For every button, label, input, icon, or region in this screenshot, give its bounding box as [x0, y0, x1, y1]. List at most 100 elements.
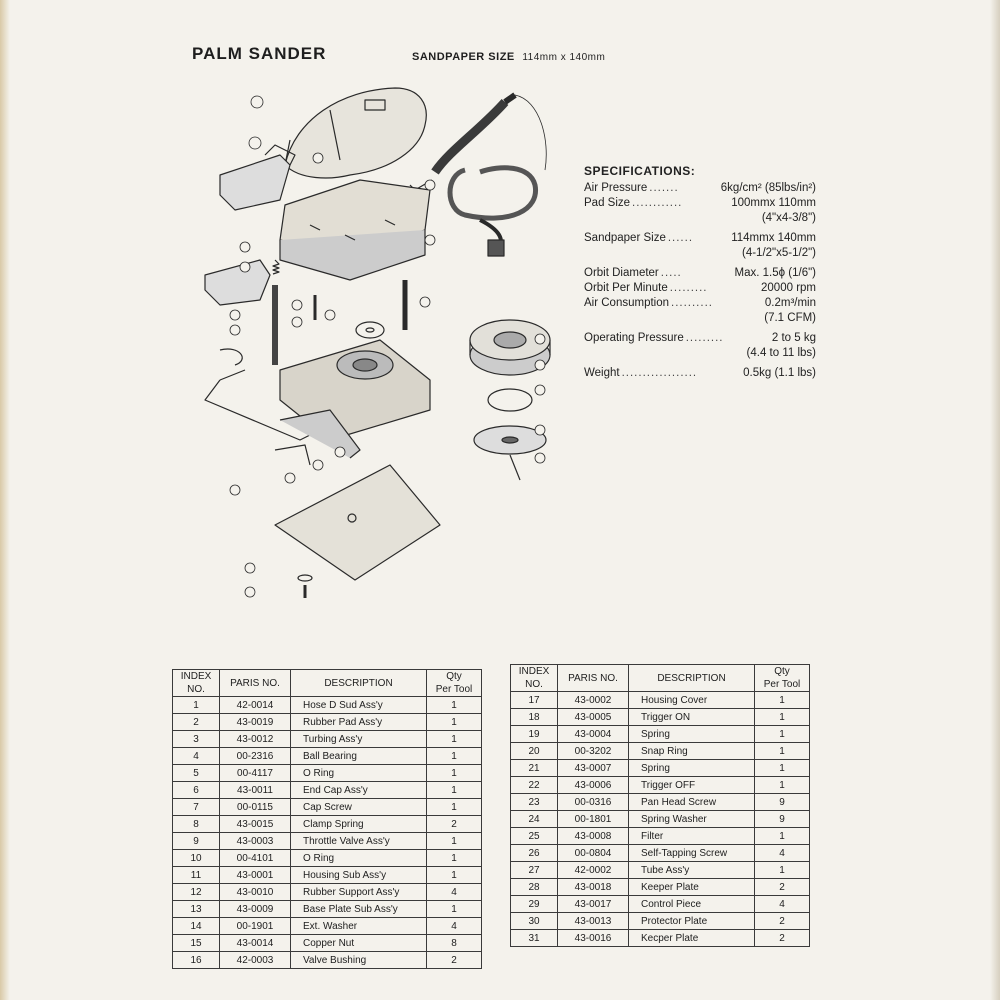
spec-dots: ....... — [649, 182, 679, 194]
spec-row: Orbit Per Minute ......... 20000 rpm — [584, 281, 816, 296]
cell-description: Hose D Sud Ass'y — [290, 696, 427, 714]
cell-description: Protector Plate — [628, 912, 755, 930]
cell-part-no: 43-0012 — [219, 730, 291, 748]
parts-table-left: INDEX NO. PARIS NO. DESCRIPTION Qty Per … — [172, 669, 482, 969]
cell-qty: 1 — [754, 691, 810, 709]
cell-index: 21 — [510, 759, 558, 777]
spec-label: Weight — [584, 367, 620, 379]
cell-description: Turbing Ass'y — [290, 730, 427, 748]
cell-index: 2 — [172, 713, 220, 731]
cell-qty: 1 — [426, 798, 482, 816]
cell-qty: 1 — [754, 759, 810, 777]
spec-row: Pad Size ............ 100mmx 110mm — [584, 196, 816, 211]
page-edge-right — [990, 0, 1000, 1000]
cell-index: 17 — [510, 691, 558, 709]
cell-qty: 9 — [754, 810, 810, 828]
cell-qty: 1 — [754, 861, 810, 879]
header-index-line2: NO. — [187, 684, 205, 695]
sandpaper-size: SANDPAPER SIZE 114mm x 140mm — [412, 51, 605, 63]
spec-sub-value: (4.4 to 11 lbs) — [746, 347, 816, 359]
cell-qty: 1 — [754, 776, 810, 794]
cell-description: Trigger ON — [628, 708, 755, 726]
cell-part-no: 43-0015 — [219, 815, 291, 833]
cell-part-no: 43-0005 — [557, 708, 629, 726]
header-qty-line2: Per Tool — [435, 684, 473, 695]
header-qty: Qty Per Tool — [426, 669, 482, 697]
cell-qty: 1 — [754, 742, 810, 760]
sandpaper-size-label: SANDPAPER SIZE — [412, 51, 515, 63]
cell-description: Ball Bearing — [290, 747, 427, 765]
spec-sub-value: (4-1/2"x5-1/2") — [742, 247, 816, 259]
header-description: DESCRIPTION — [290, 669, 427, 697]
cell-index: 15 — [172, 934, 220, 952]
cell-qty: 1 — [426, 781, 482, 799]
cell-description: End Cap Ass'y — [290, 781, 427, 799]
cell-index: 30 — [510, 912, 558, 930]
cell-description: Housing Cover — [628, 691, 755, 709]
cell-index: 1 — [172, 696, 220, 714]
cell-description: Kecper Plate — [628, 929, 755, 947]
exploded-parts-diagram — [204, 87, 551, 598]
cell-part-no: 42-0014 — [219, 696, 291, 714]
cell-index: 22 — [510, 776, 558, 794]
spec-row: Weight .................. 0.5kg (1.1 lbs… — [584, 366, 816, 381]
cell-description: Cap Screw — [290, 798, 427, 816]
cell-part-no: 43-0009 — [219, 900, 291, 918]
cell-index: 9 — [172, 832, 220, 850]
cell-part-no: 43-0008 — [557, 827, 629, 845]
cell-index: 10 — [172, 849, 220, 867]
cell-part-no: 00-3202 — [557, 742, 629, 760]
spec-dots: .......... — [671, 297, 713, 309]
cell-part-no: 43-0002 — [557, 691, 629, 709]
cell-qty: 4 — [426, 883, 482, 901]
spec-dots: ..... — [660, 267, 682, 279]
cell-part-no: 00-0316 — [557, 793, 629, 811]
header-part-no: PARIS NO. — [557, 664, 629, 692]
sandpaper-size-value: 114mm x 140mm — [522, 52, 606, 63]
cell-description: Ext. Washer — [290, 917, 427, 935]
cell-qty: 1 — [754, 725, 810, 743]
cell-index: 12 — [172, 883, 220, 901]
cell-index: 14 — [172, 917, 220, 935]
cell-index: 31 — [510, 929, 558, 947]
header-index: INDEX NO. — [172, 669, 220, 697]
cell-qty: 1 — [754, 827, 810, 845]
spec-label: Sandpaper Size — [584, 232, 666, 244]
specifications-heading: SPECIFICATIONS: — [584, 164, 696, 178]
cell-qty: 1 — [426, 747, 482, 765]
cell-description: Housing Sub Ass'y — [290, 866, 427, 884]
cell-index: 18 — [510, 708, 558, 726]
cell-qty: 1 — [426, 730, 482, 748]
cell-part-no: 43-0010 — [219, 883, 291, 901]
spec-dots: ...... — [667, 232, 694, 244]
cell-index: 8 — [172, 815, 220, 833]
cell-description: Copper Nut — [290, 934, 427, 952]
header-qty: Qty Per Tool — [754, 664, 810, 692]
spec-value: Max. 1.5ϕ (1/6") — [734, 267, 816, 279]
spec-value: 100mmx 110mm — [731, 197, 816, 209]
cell-description: Self-Tapping Screw — [628, 844, 755, 862]
cell-part-no: 43-0001 — [219, 866, 291, 884]
cell-index: 29 — [510, 895, 558, 913]
cell-description: Rubber Support Ass'y — [290, 883, 427, 901]
cell-qty: 4 — [754, 844, 810, 862]
cell-part-no: 00-4101 — [219, 849, 291, 867]
parts-table-header: INDEX NO. PARIS NO. DESCRIPTION Qty Per … — [172, 669, 482, 697]
cell-part-no: 00-4117 — [219, 764, 291, 782]
cell-qty: 2 — [426, 815, 482, 833]
spec-dots: ......... — [669, 282, 708, 294]
cell-description: Rubber Pad Ass'y — [290, 713, 427, 731]
